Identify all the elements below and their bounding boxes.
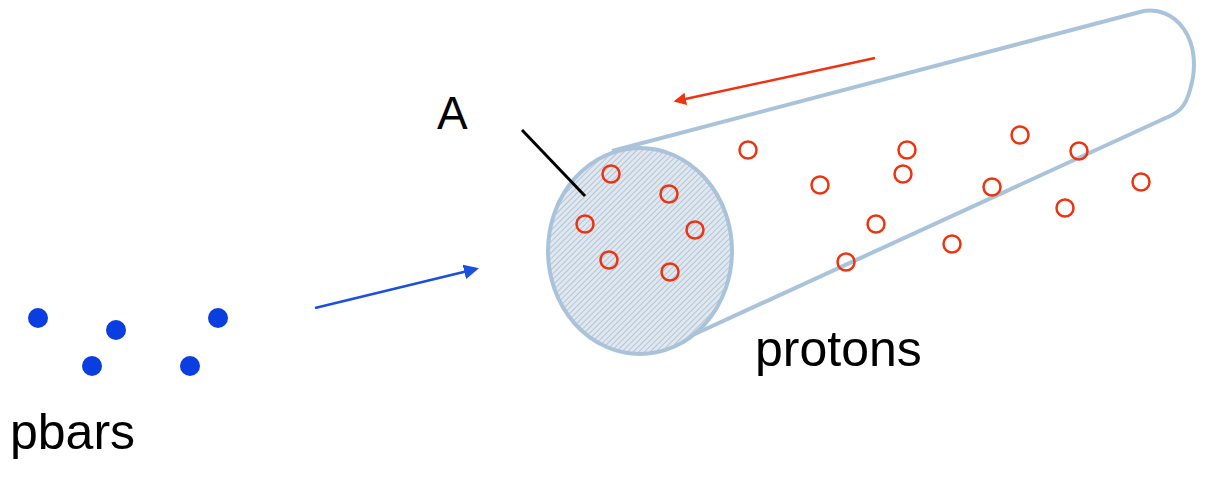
pbar xyxy=(28,308,48,328)
proton xyxy=(601,252,618,269)
pbar-direction-arrow xyxy=(315,269,476,308)
proton xyxy=(984,179,1001,196)
proton xyxy=(740,142,757,159)
pbars-group xyxy=(28,308,228,376)
proton xyxy=(1071,143,1088,160)
proton-direction-arrow xyxy=(676,58,875,101)
proton xyxy=(662,264,679,281)
proton xyxy=(1057,200,1074,217)
proton xyxy=(661,186,678,203)
proton xyxy=(868,216,885,233)
cylinder-face xyxy=(548,148,732,354)
beam-label: pbars xyxy=(10,405,135,460)
proton-cylinder xyxy=(548,11,1194,354)
proton xyxy=(577,216,594,233)
pbar xyxy=(106,320,126,340)
proton xyxy=(603,166,620,183)
proton xyxy=(944,236,961,253)
proton xyxy=(812,177,829,194)
protons-group xyxy=(577,127,1150,281)
pbar xyxy=(180,356,200,376)
pbar xyxy=(82,356,102,376)
proton xyxy=(687,222,704,239)
proton xyxy=(1133,174,1150,191)
proton xyxy=(899,142,916,159)
proton xyxy=(838,254,855,271)
area-label: A xyxy=(437,88,468,139)
beam-label: protons xyxy=(755,322,922,377)
pbar xyxy=(208,308,228,328)
proton xyxy=(1012,127,1029,144)
proton xyxy=(895,166,912,183)
leader-line xyxy=(522,130,585,196)
